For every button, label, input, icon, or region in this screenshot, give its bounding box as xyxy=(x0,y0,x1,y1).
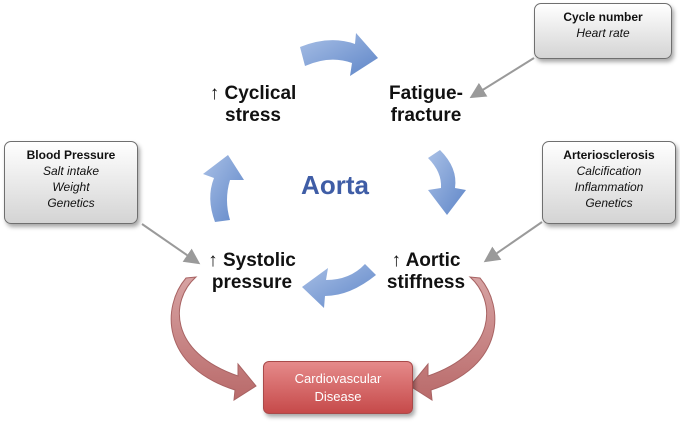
connector-cycle-number-to-fatigue xyxy=(469,57,535,99)
cycle-arrow-fatigue-to-stiffness xyxy=(428,150,466,215)
node-fatigue-fracture: Fatigue- fracture xyxy=(376,83,476,127)
outcome-line-2: Disease xyxy=(314,389,362,404)
outcome-box-cardiovascular-disease: Cardiovascular Disease xyxy=(263,361,413,414)
cycle-arrow-stress-to-fatigue xyxy=(300,33,378,76)
disease-arrow-right xyxy=(409,276,496,401)
info-box-arteriosclerosis-item: Inflammation xyxy=(574,180,644,194)
outcome-line-1: Cardiovascular xyxy=(294,371,382,386)
connector-blood-pressure-to-systolic xyxy=(141,223,201,265)
info-box-blood-pressure: Blood Pressure Salt intake Weight Geneti… xyxy=(4,141,138,224)
info-box-blood-pressure-item: Genetics xyxy=(47,196,95,210)
info-box-cycle-number-title: Cycle number xyxy=(563,10,643,24)
info-box-cycle-number-item: Heart rate xyxy=(576,26,630,40)
node-aortic-stiffness-line-2: stiffness xyxy=(386,272,466,293)
node-cyclical-stress-line-2: stress xyxy=(225,105,281,126)
node-cyclical-stress-line-1: ↑ Cyclical xyxy=(209,83,297,104)
info-box-blood-pressure-title: Blood Pressure xyxy=(26,148,116,162)
info-box-arteriosclerosis-title: Arteriosclerosis xyxy=(563,148,655,162)
disease-arrow-left xyxy=(170,276,257,401)
info-box-arteriosclerosis: Arteriosclerosis Calcification Inflammat… xyxy=(542,141,676,224)
cycle-arrow-pressure-to-stress xyxy=(203,155,244,222)
center-label-aorta: Aorta xyxy=(301,170,369,200)
node-systolic-pressure-line-1: ↑ Systolic xyxy=(208,250,296,271)
node-cyclical-stress: ↑ Cyclical stress xyxy=(198,83,308,127)
node-fatigue-fracture-line-1: Fatigue- xyxy=(389,83,463,104)
info-box-blood-pressure-item: Weight xyxy=(52,180,90,194)
node-aortic-stiffness-line-1: ↑ Aortic xyxy=(391,250,461,271)
node-systolic-pressure: ↑ Systolic pressure xyxy=(196,250,308,294)
node-fatigue-fracture-line-2: fracture xyxy=(390,105,462,126)
node-systolic-pressure-line-2: pressure xyxy=(211,272,293,293)
info-box-cycle-number: Cycle number Heart rate xyxy=(534,3,672,59)
connector-arteriosclerosis-to-stiffness xyxy=(483,221,543,263)
info-box-arteriosclerosis-item: Genetics xyxy=(585,196,633,210)
node-aortic-stiffness: ↑ Aortic stiffness xyxy=(376,250,476,294)
cycle-arrow-stiffness-to-pressure xyxy=(302,264,376,308)
info-box-blood-pressure-item: Salt intake xyxy=(42,164,100,178)
info-box-arteriosclerosis-item: Calcification xyxy=(576,164,642,178)
